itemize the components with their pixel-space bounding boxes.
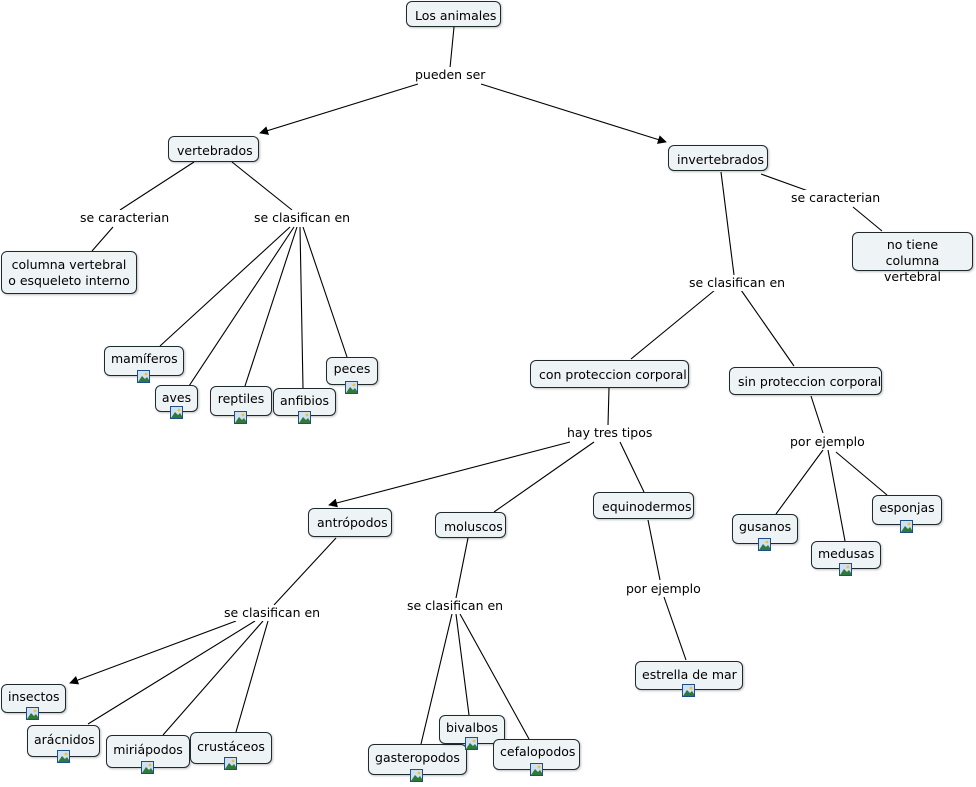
- line-caracterian-columna: [91, 226, 114, 252]
- image-icon[interactable]: [530, 763, 543, 776]
- line-invert-caracterian: [760, 173, 812, 193]
- image-icon[interactable]: [410, 769, 423, 782]
- line-invert-clasifican: [720, 171, 735, 276]
- image-icon[interactable]: [900, 520, 913, 533]
- line-molclas-cefalopodos: [459, 613, 530, 740]
- node-medusas[interactable]: medusas: [811, 541, 881, 569]
- line-tipos-moluscos: [493, 441, 595, 513]
- line-tipos-equinodermos: [619, 441, 645, 493]
- node-equinodermos[interactable]: equinodermos: [593, 492, 694, 519]
- link-vert-se-caracterian: se caracterian: [78, 210, 172, 226]
- node-reptiles[interactable]: reptiles: [210, 386, 272, 416]
- line-clas-sin: [740, 289, 795, 367]
- line-clas-mamiferos: [159, 226, 291, 347]
- line-vert-caracterian: [119, 161, 195, 211]
- line-molclas-gasteropodos: [420, 613, 453, 745]
- line-antclas-miriapodos: [162, 620, 264, 736]
- node-bivalbos[interactable]: bivalbos: [439, 715, 505, 744]
- node-moluscos[interactable]: moluscos: [435, 512, 506, 538]
- image-icon[interactable]: [137, 370, 150, 383]
- line-antclas-crustaceos: [235, 620, 269, 733]
- line-ejemplo-medusas: [827, 449, 846, 542]
- link-invert-se-caracterian: se caracterian: [789, 190, 883, 206]
- line-equino-ejemplo: [647, 519, 661, 581]
- line-clas-peces: [302, 226, 348, 358]
- image-icon[interactable]: [57, 750, 70, 763]
- image-icon[interactable]: [141, 761, 154, 774]
- link-antro-se-clasifican: se clasifican en: [222, 605, 323, 621]
- link-invert-se-clasifican: se clasifican en: [687, 275, 788, 291]
- image-icon[interactable]: [26, 707, 39, 720]
- line-clas-aves: [188, 226, 295, 387]
- image-icon[interactable]: [465, 737, 478, 750]
- node-cefalopodos[interactable]: cefalopodos: [493, 739, 580, 770]
- line-vert-clasifican: [231, 161, 293, 211]
- image-icon[interactable]: [682, 684, 695, 697]
- line-pueden-invertebrados: [480, 83, 667, 144]
- line-sin-ejemplo: [810, 395, 824, 434]
- image-icon[interactable]: [839, 563, 852, 576]
- node-esponjas[interactable]: esponjas: [872, 495, 942, 525]
- line-clas-anfibios: [299, 226, 304, 389]
- link-molus-se-clasifican: se clasifican en: [405, 598, 506, 614]
- link-pueden-ser: pueden ser: [413, 67, 488, 83]
- line-molus-clasifican: [455, 537, 469, 599]
- line-antro-clasifican: [273, 537, 337, 606]
- image-icon[interactable]: [345, 381, 358, 394]
- link-sin-por-ejemplo: por ejemplo: [788, 434, 867, 450]
- node-invertebrados[interactable]: invertebrados: [668, 145, 768, 171]
- image-icon[interactable]: [298, 411, 311, 424]
- line-ejemplo-estrella: [663, 596, 687, 661]
- node-los-animales[interactable]: Los animales: [406, 1, 501, 27]
- node-columna-vertebral[interactable]: columna vertebral o esqueleto interno: [1, 251, 137, 294]
- node-antropodos[interactable]: antrópodos: [308, 508, 392, 537]
- line-clas-con: [630, 289, 716, 360]
- node-no-columna[interactable]: no tiene columna vertebral: [852, 232, 973, 284]
- node-con-proteccion[interactable]: con proteccion corporal: [530, 360, 689, 388]
- line-root-link: [449, 26, 455, 69]
- image-icon[interactable]: [758, 538, 771, 551]
- line-antclas-aracnidos: [87, 620, 256, 725]
- link-vert-se-clasifican: se clasifican en: [252, 210, 353, 226]
- link-equino-por-ejemplo: por ejemplo: [624, 581, 703, 597]
- line-ejemplo-esponjas: [835, 451, 888, 496]
- image-icon[interactable]: [224, 757, 237, 770]
- line-tipos-antropodos: [328, 441, 571, 508]
- image-icon[interactable]: [170, 406, 183, 419]
- image-icon[interactable]: [234, 411, 247, 424]
- line-ejemplo-gusanos: [775, 449, 824, 515]
- line-con-tipos: [607, 387, 610, 426]
- node-peces[interactable]: peces: [326, 357, 378, 385]
- line-molclas-bivalbos: [455, 613, 470, 716]
- node-sin-proteccion[interactable]: sin proteccion corporal: [729, 367, 882, 395]
- line-clas-reptiles: [244, 226, 298, 387]
- line-caracterian-nocolumna: [852, 206, 883, 232]
- line-pueden-vertebrados: [259, 83, 419, 135]
- node-vertebrados[interactable]: vertebrados: [168, 136, 259, 162]
- node-miriapodos[interactable]: miriápodos: [106, 735, 190, 768]
- link-hay-tres-tipos: hay tres tipos: [565, 425, 655, 441]
- line-antclas-insectos: [69, 620, 237, 685]
